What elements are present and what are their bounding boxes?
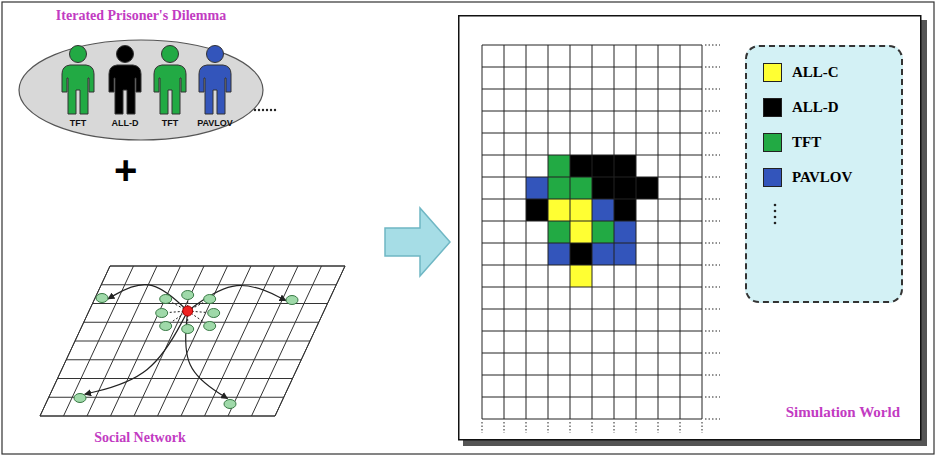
strategy-pool: TFT ALL-D TFT PAVLOV Iterated Prisoner's Dil… <box>16 6 266 142</box>
neighbor-node <box>156 309 168 318</box>
strategy-label: PAVLOV <box>197 118 233 128</box>
figure-body <box>109 65 141 114</box>
figure-art <box>150 44 190 116</box>
far-neighbor <box>96 294 108 303</box>
legend-label: PAVLOV <box>792 169 852 186</box>
network-art <box>30 258 360 428</box>
group-title: Iterated Prisoner's Dilemma <box>56 8 226 24</box>
legend-swatch <box>763 133 782 152</box>
legend-more-dots <box>767 201 787 229</box>
legend-entry: PAVLOV <box>763 166 901 188</box>
neighbor-node <box>160 295 172 304</box>
player-figure: TFT <box>150 44 190 130</box>
player-figure: PAVLOV <box>195 44 235 130</box>
long-link <box>108 285 188 311</box>
legend-label: TFT <box>792 134 821 151</box>
player-figure: TFT <box>58 44 98 130</box>
legend-swatch <box>763 168 782 187</box>
legend-box: ALL-C ALL-D TFT PAVLOV <box>745 45 903 303</box>
legend-entry: ALL-C <box>763 61 901 83</box>
legend-entry: TFT <box>763 131 901 153</box>
long-link <box>85 311 188 394</box>
strategy-label: ALL-D <box>112 118 139 128</box>
figure-body <box>62 65 94 114</box>
legend-entry: ALL-D <box>763 96 901 118</box>
figure-head <box>162 46 179 63</box>
neighbor-node <box>182 325 194 334</box>
world-frame <box>459 16 921 440</box>
legend-swatch <box>763 98 782 117</box>
focal-node <box>183 306 193 316</box>
figure-art <box>58 44 98 116</box>
figure-body <box>154 65 186 114</box>
figure-art <box>105 44 145 116</box>
figure-head <box>70 46 87 63</box>
world-title: Simulation World <box>784 404 902 421</box>
world-grid <box>482 45 720 433</box>
long-link <box>186 311 228 399</box>
neighbor-node <box>204 295 216 304</box>
strategy-label: TFT <box>70 118 87 128</box>
legend-label: ALL-D <box>792 99 839 116</box>
figure-art <box>195 44 235 116</box>
far-neighbor <box>224 400 236 409</box>
legend-label: ALL-C <box>792 64 839 81</box>
social-network: Social Network <box>30 258 360 453</box>
neighbor-node <box>182 291 194 300</box>
player-figure: ALL-D <box>105 44 145 130</box>
neighbor-node <box>204 322 216 331</box>
far-neighbor <box>74 394 86 403</box>
flow-arrow <box>385 208 450 276</box>
network-grid <box>40 266 345 416</box>
legend-swatch <box>763 63 782 82</box>
neighbor-node <box>160 322 172 331</box>
strategy-label: TFT <box>162 118 179 128</box>
simulation-world: ALL-C ALL-D TFT PAVLOV Simulation World <box>458 15 924 443</box>
long-link <box>188 285 286 311</box>
neighbor-node <box>208 309 220 318</box>
network-title: Social Network <box>94 430 185 446</box>
pool-oval <box>19 40 263 140</box>
far-neighbor <box>286 296 298 305</box>
figure-head <box>207 46 224 63</box>
figure-body <box>199 65 231 114</box>
figure-head <box>117 46 134 63</box>
plus-sign: + <box>114 150 137 190</box>
